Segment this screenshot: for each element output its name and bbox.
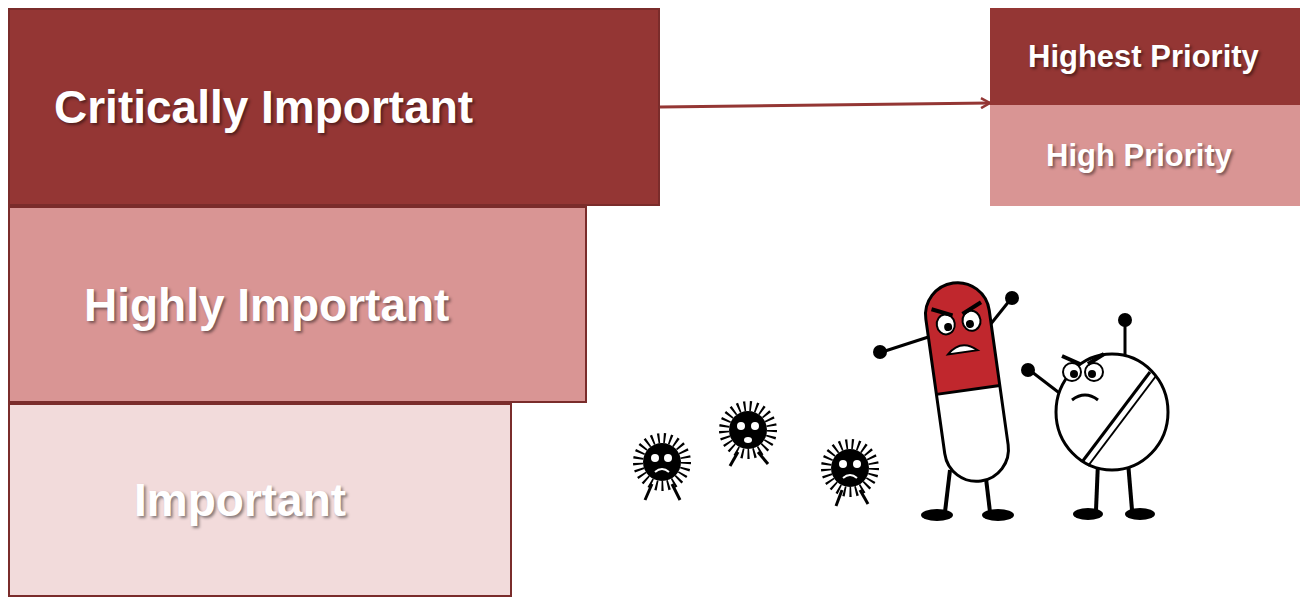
node-label: Highest Priority <box>1028 39 1259 75</box>
priority-box: Highest Priority <box>990 8 1300 105</box>
node-label: Highly Important <box>84 278 449 332</box>
tablet-character <box>1021 313 1168 520</box>
importance-band: Highly Important <box>8 206 587 403</box>
importance-band: Critically Important <box>8 8 660 206</box>
arrow-connector <box>660 103 990 107</box>
node-label: Critically Important <box>54 80 473 134</box>
importance-band: Important <box>8 403 512 597</box>
germ <box>826 444 874 506</box>
germ <box>638 438 686 500</box>
capsule-character <box>873 274 1019 521</box>
germ <box>724 406 772 466</box>
node-label: High Priority <box>1046 138 1232 174</box>
node-label: Important <box>134 473 346 527</box>
priority-box: High Priority <box>990 105 1300 206</box>
